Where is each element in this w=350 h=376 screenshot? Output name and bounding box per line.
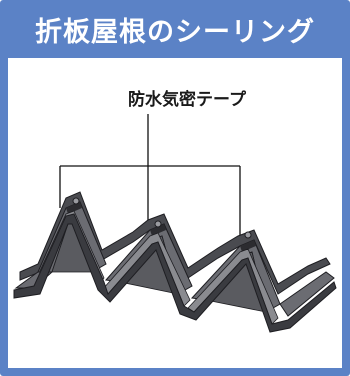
diagram-panel: 防水気密テープ [8,58,342,368]
roof-right-flange [279,271,335,317]
page-title: 折板屋根のシーリング [35,16,315,48]
callout-label: 防水気密テープ [128,90,246,110]
roof-front-section [13,213,337,333]
folded-plate-roof-illustration [13,114,337,333]
callout-leader-lines [59,114,241,236]
